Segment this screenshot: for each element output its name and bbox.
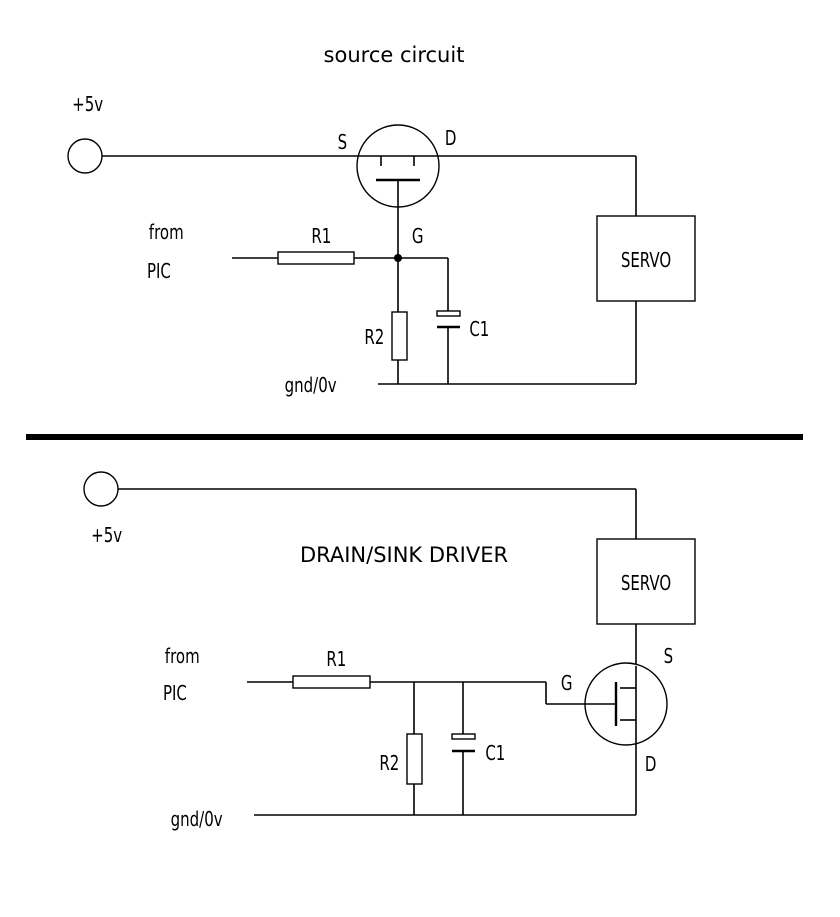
gate-pin-label: G — [561, 673, 573, 696]
source-pin-label: S — [338, 132, 348, 155]
sink-driver-circuit: +5v DRAIN/SINK DRIVER SERVO S D G from P… — [83, 471, 696, 832]
drain-pin-label: D — [445, 128, 457, 151]
resistor-r2 — [391, 311, 408, 361]
supply-terminal — [67, 138, 103, 174]
resistor-r1 — [292, 675, 371, 689]
input-label-from: from — [149, 222, 184, 245]
servo-label: SERVO — [621, 573, 671, 596]
capacitor-c1-positive-plate — [436, 310, 461, 317]
supply-label: +5v — [91, 525, 122, 548]
capacitor-c1-positive-plate — [451, 733, 476, 740]
r1-label: R1 — [311, 226, 331, 249]
r1-label: R1 — [326, 649, 346, 672]
supply-label: +5v — [72, 94, 103, 117]
source-circuit-title: source circuit — [324, 43, 465, 67]
source-pin-label: S — [664, 646, 674, 669]
mosfet-top — [356, 124, 440, 208]
resistor-r2 — [406, 733, 423, 785]
r2-label: R2 — [364, 327, 384, 350]
sink-driver-title: DRAIN/SINK DRIVER — [300, 543, 508, 567]
ground-label: gnd/0v — [285, 375, 337, 398]
source-circuit: source circuit +5v S D G SERVO from PIC … — [67, 43, 696, 398]
input-label-from: from — [165, 646, 200, 669]
drain-pin-label: D — [645, 754, 657, 777]
c1-label: C1 — [469, 319, 489, 342]
supply-terminal — [83, 471, 119, 507]
servo-label: SERVO — [621, 250, 671, 273]
mosfet-bottom — [584, 662, 668, 746]
r2-label: R2 — [379, 753, 399, 776]
servo-box — [596, 538, 696, 625]
resistor-r1 — [277, 251, 355, 265]
input-label-pic: PIC — [147, 261, 171, 284]
ground-label: gnd/0v — [171, 809, 223, 832]
gate-pin-label: G — [412, 226, 424, 249]
servo-box — [596, 215, 696, 302]
input-label-pic: PIC — [163, 683, 187, 706]
c1-label: C1 — [485, 743, 505, 766]
